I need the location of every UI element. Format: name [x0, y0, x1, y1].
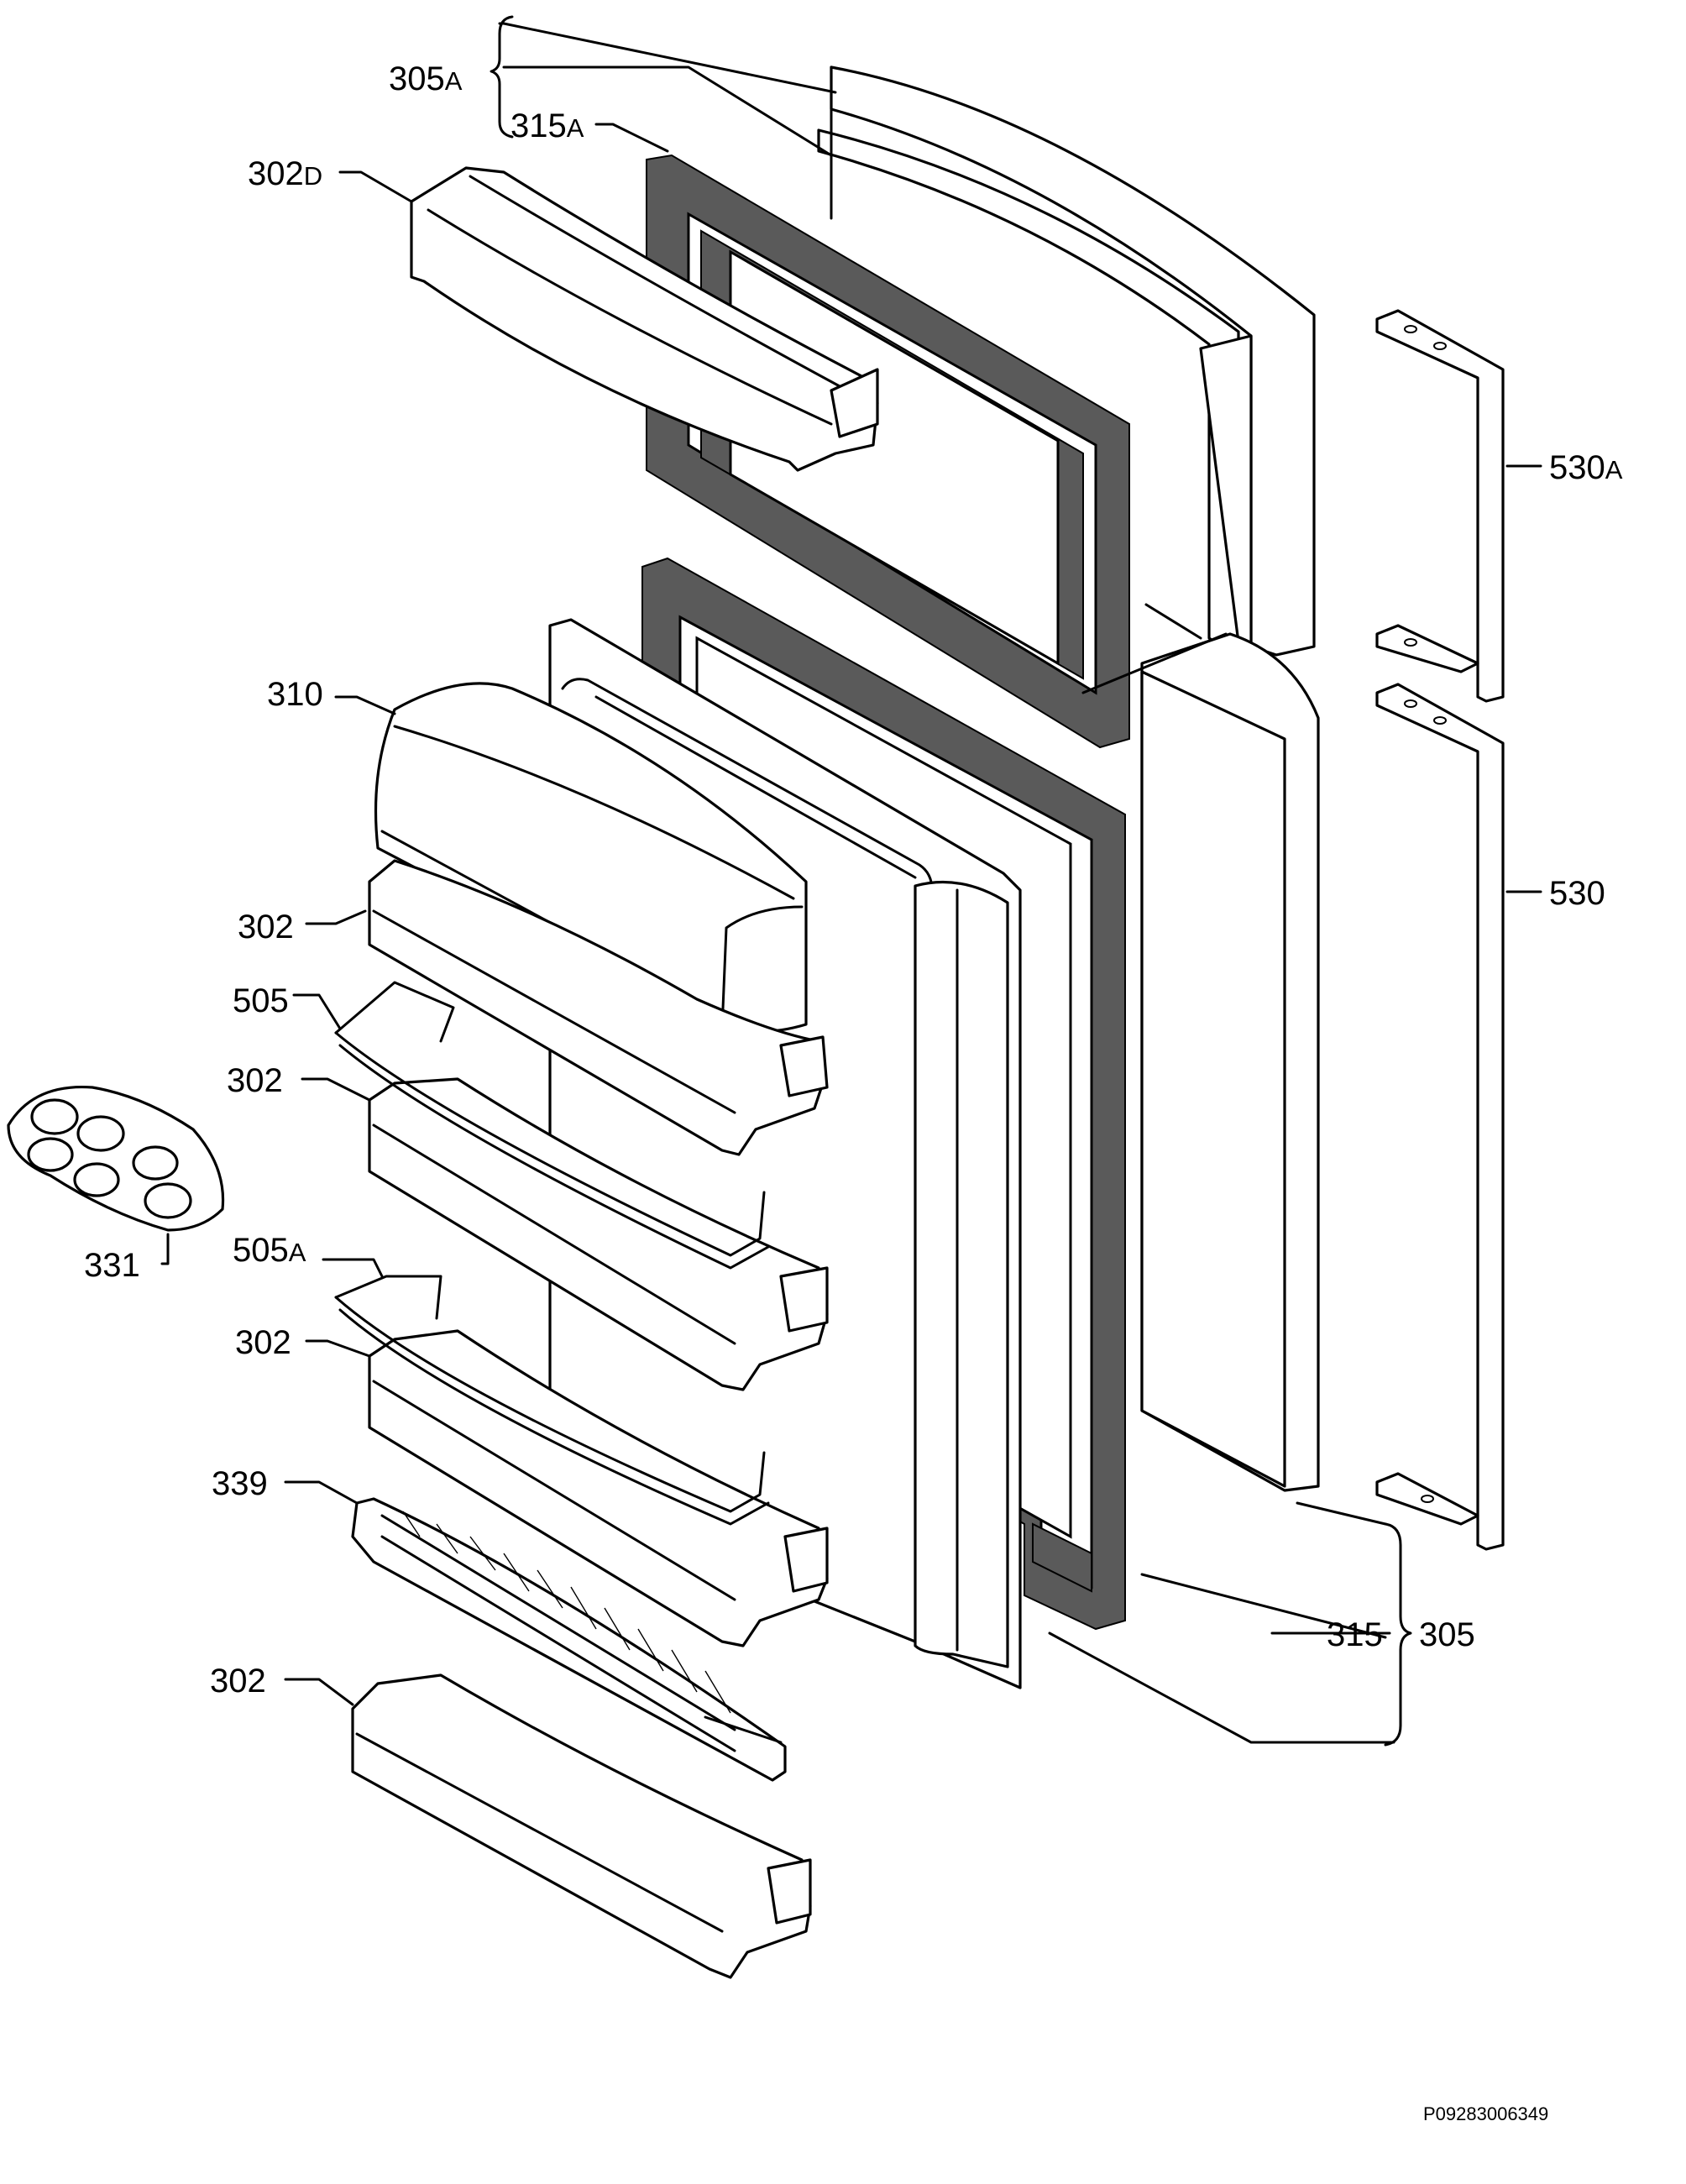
egg-tray-331 — [7, 1085, 225, 1232]
shelf-302-3 — [368, 1329, 829, 1647]
label-505a: 505A — [233, 1232, 306, 1269]
label-302-4: 302 — [210, 1663, 266, 1700]
bottle-guard-339 — [351, 1497, 787, 1782]
label-315a: 315A — [511, 107, 584, 144]
label-315: 315 — [1327, 1616, 1383, 1653]
label-302-1: 302 — [238, 909, 294, 945]
drawing-code: P09283006349 — [1423, 2103, 1548, 2124]
label-305: 305 — [1419, 1616, 1475, 1653]
label-302-2: 302 — [227, 1062, 283, 1099]
label-530: 530 — [1549, 875, 1605, 912]
shelf-302-1 — [368, 859, 829, 1156]
fridge-door-305 — [1048, 632, 1395, 1744]
bottle-guard-hatching — [402, 1511, 731, 1714]
label-305a: 305A — [389, 60, 463, 97]
rail-505a — [334, 1275, 770, 1526]
braces — [490, 15, 1412, 1747]
hinge-530a — [1375, 309, 1505, 703]
shelf-302-2 — [368, 1077, 829, 1391]
label-505: 505 — [233, 982, 289, 1019]
labels: 305A 315A 302D 530A 310 302 530 505 302 … — [84, 60, 1623, 2124]
leader-lines — [160, 22, 1542, 1706]
rail-505 — [334, 981, 770, 1270]
label-331: 331 — [84, 1247, 140, 1284]
label-302d: 302D — [248, 155, 322, 192]
label-530a: 530A — [1549, 449, 1623, 486]
hinge-530 — [1375, 683, 1505, 1551]
label-310: 310 — [267, 676, 323, 713]
brace-305a — [490, 15, 514, 139]
shelf-302-4 — [351, 1673, 812, 1979]
label-339: 339 — [212, 1465, 268, 1502]
shelf-302d — [410, 166, 879, 472]
brace-305 — [1384, 1522, 1412, 1747]
label-302-3: 302 — [235, 1324, 291, 1361]
